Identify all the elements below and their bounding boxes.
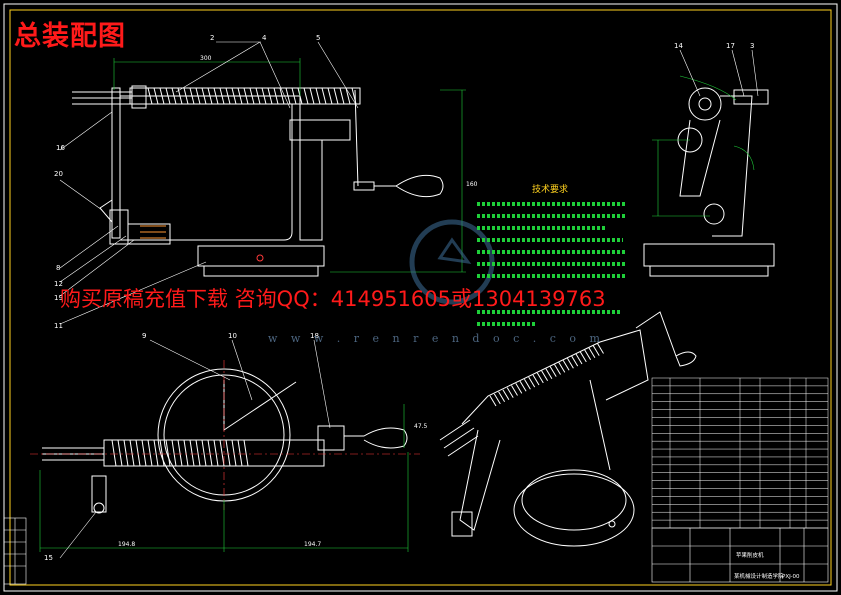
top-clamp [91,475,107,513]
part-label-12: 12 [54,280,63,288]
side-view [643,87,775,277]
tech-requirement-line [477,322,537,326]
part-label-19: 19 [54,294,63,302]
tech-requirement-line [477,274,627,278]
part-label-5: 5 [316,34,320,42]
tech-requirements-title: 技术要求 [532,185,569,195]
front-leaders [59,41,359,325]
dim-front-height: 160 [466,181,478,188]
part-label-9: 9 [142,332,146,340]
dim-front-width: 300 [200,55,212,62]
part-label-10: 10 [228,332,237,340]
peeler-arm [128,223,171,245]
part-label-3: 3 [750,42,754,50]
tech-requirement-line [477,310,621,314]
top-leaders [59,339,331,559]
side-fork [733,89,769,105]
frame-left-post [111,87,121,239]
dim-top-left-len: 194.8 [118,541,135,548]
iso-screw-thread [489,343,604,407]
part-label-14: 14 [674,42,683,50]
part-label-11: 11 [54,322,63,330]
iso-base-top [521,469,627,531]
blade-spring [140,225,166,239]
iso-column [589,379,611,471]
title-block-drawing-number: PXJ-00 [782,574,800,580]
tech-requirement-line [477,226,607,230]
tech-requirement-line [477,262,625,266]
tech-requirement-line [477,202,627,206]
base-cup [203,265,319,277]
screw-thread [147,87,357,105]
top-view [42,368,408,514]
sheet-border [3,3,838,592]
iso-frame-left [459,429,501,531]
tech-requirement-line [477,214,625,218]
top-screw-thread [111,439,249,467]
handle-grip [374,174,444,198]
part-label-17: 17 [726,42,735,50]
base-top [197,245,325,267]
crank-arm [354,89,359,187]
side-gear [688,87,722,121]
clamp-screw [99,199,113,224]
dim-top-height: 47.5 [414,423,428,430]
download-banner: 购买原稿充值下载 咨询QQ：414951605或1304139763 [60,287,606,311]
side-base-cup [649,265,769,277]
top-crank-boss [317,425,345,451]
top-dimensions [39,404,409,552]
title-block-assembly-name: 苹果削皮机 [736,551,764,559]
side-gear-hub [698,97,712,111]
side-leaders [679,49,759,97]
side-knob [703,203,725,225]
frame-inner-arm [120,104,293,241]
side-frame [712,95,753,237]
part-label-16: 16 [56,144,65,152]
fork-prongs [72,91,132,105]
part-label-4: 4 [262,34,267,42]
frame-top-arm [120,95,301,238]
iso-fork-prongs [439,419,479,457]
blade-holder [109,209,129,245]
side-base [643,243,775,267]
sheet-frame [9,9,832,586]
side-dimensions [652,75,755,217]
screw-shaft [129,87,361,105]
column [299,139,323,241]
iso-clamp [451,511,473,537]
dim-top-right-len: 194.7 [304,541,321,548]
left-stamp-table [3,517,27,585]
part-label-20: 20 [54,170,63,178]
tech-requirement-line [477,250,627,254]
isometric-view [439,311,697,547]
part-label-15: 15 [44,554,53,562]
title-block-school: 某机械设计制造学院 [734,572,784,580]
iso-base-screw [608,520,616,528]
iso-handle [675,351,697,367]
gear-housing [289,119,351,141]
part-label-18: 18 [310,332,319,340]
iso-base-outer [513,473,635,547]
top-clamp-knob [93,502,105,514]
base-center-mark [256,254,264,262]
fork-hub [131,85,147,109]
title-block [651,527,829,583]
top-handle-grip [344,427,408,449]
front-view [72,85,444,277]
crank-boss [353,181,375,191]
drawing-title: 总装配图 [14,21,126,52]
watermark-url: w w w . r e n r e n d o c . c o m [268,332,605,345]
part-label-2: 2 [210,34,214,42]
side-arm [679,119,721,197]
parts-list-table [651,377,829,529]
iso-crank [635,311,677,357]
tech-requirement-line [477,238,623,242]
part-label-8: 8 [56,264,60,272]
iso-frame-top [461,329,649,425]
